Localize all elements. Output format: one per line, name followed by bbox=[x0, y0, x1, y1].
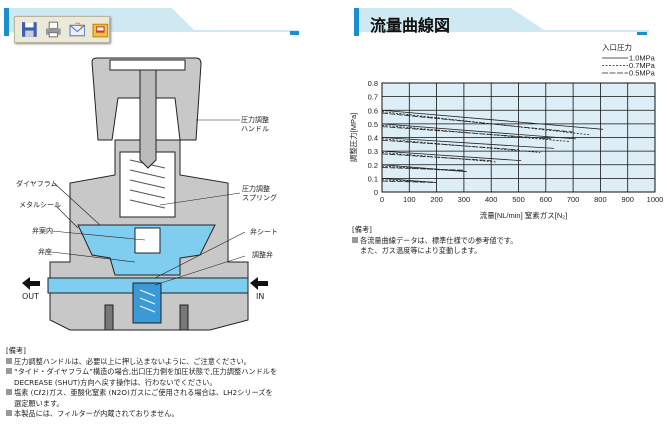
legend-label: 1.0MPa bbox=[629, 54, 656, 63]
y-tick-label: 0.7 bbox=[368, 93, 378, 102]
x-tick-label: 700 bbox=[567, 195, 580, 204]
note-item: 塩素 (Cℓ2)ガス、亜酸化窒素 (N2O)ガスにご使用される場合は、LH2シリ… bbox=[6, 388, 277, 399]
label-adjust-valve: 調整弁 bbox=[252, 251, 273, 259]
out-arrow-icon bbox=[22, 277, 40, 290]
y-tick-label: 0.6 bbox=[368, 106, 378, 115]
series-line-1.0MPa bbox=[381, 109, 604, 130]
notes-title: [備考] bbox=[6, 346, 26, 355]
header-rule-end bbox=[637, 32, 647, 35]
note-item: 各流量曲線データは、標準仕様での参考値です。 bbox=[352, 236, 517, 247]
x-tick-label: 100 bbox=[403, 195, 416, 204]
series-line-0.5MPa bbox=[381, 139, 519, 151]
note-item-cont: また、ガス温度等により変動します。 bbox=[360, 246, 482, 255]
x-tick-label: 900 bbox=[621, 195, 634, 204]
floating-toolbar bbox=[14, 16, 110, 43]
regulator-cross-section-diagram bbox=[22, 57, 268, 331]
x-tick-label: 200 bbox=[430, 195, 443, 204]
series-line-0.5MPa bbox=[381, 126, 552, 140]
y-axis-label: 調整圧力[MPa] bbox=[348, 113, 358, 163]
print-icon[interactable] bbox=[45, 21, 62, 38]
save-icon[interactable] bbox=[21, 21, 38, 38]
in-arrow-icon bbox=[250, 277, 268, 290]
label-pressure-spring: 圧力調整 スプリング bbox=[242, 185, 277, 202]
legend-title: 入口圧力 bbox=[602, 42, 632, 52]
y-tick-label: 0.3 bbox=[368, 147, 378, 156]
label-metal-seal: メタルシール bbox=[19, 201, 61, 209]
y-tick-label: 0.2 bbox=[368, 161, 378, 170]
x-tick-label: 600 bbox=[540, 195, 553, 204]
x-tick-label: 1000 bbox=[647, 195, 664, 204]
header-rule-end bbox=[290, 31, 299, 35]
x-tick-label: 500 bbox=[512, 195, 525, 204]
x-tick-label: 800 bbox=[594, 195, 607, 204]
series-line-1.0MPa bbox=[381, 150, 522, 162]
section-marker bbox=[354, 8, 359, 36]
email-icon[interactable] bbox=[69, 21, 86, 38]
series-line-0.5MPa bbox=[381, 112, 574, 133]
series-line-1.0MPa bbox=[381, 137, 555, 149]
label-in: IN bbox=[256, 292, 265, 301]
note-item: “タイド・ダイヤフラム”構造の場合,出口圧力側を加圧状態で,圧力調整ハンドルを bbox=[6, 367, 277, 378]
x-tick-label: 0 bbox=[380, 195, 384, 204]
x-tick-label: 400 bbox=[485, 195, 498, 204]
x-tick-label: 300 bbox=[458, 195, 471, 204]
header-rule bbox=[359, 30, 649, 32]
series-line-1.0MPa bbox=[381, 123, 576, 140]
flow-chart-title: 流量曲線図 bbox=[370, 16, 451, 35]
flow-curve-chart: 0 100 200 300 400 500 600 700 800 900 1000 0 0.1 0.2 0… bbox=[348, 42, 664, 220]
header-rule bbox=[9, 30, 299, 32]
y-tick-label: 0.8 bbox=[368, 79, 378, 88]
series-line-0.5MPa bbox=[381, 180, 434, 183]
label-diaphragm: ダイヤフラム bbox=[16, 180, 58, 188]
x-axis-label: 流量[NL/min] 窒素ガス[N₂] bbox=[480, 210, 568, 220]
right-notes: [備考] 各流量曲線データは、標準仕様での参考値です。 また、ガス温度等により変… bbox=[352, 225, 517, 257]
left-notes: [備考] 圧力調整ハンドルは、必要以上に押し込まないように、ご注意ください。 “… bbox=[6, 346, 277, 420]
label-seat: 弁シート bbox=[250, 228, 278, 236]
y-tick-label: 0.1 bbox=[368, 174, 378, 183]
series-line-0.5MPa bbox=[381, 153, 492, 162]
note-item-cont: DECREASE (SHUT)方向へ戻す操作は、行わないでください。 bbox=[14, 377, 217, 387]
note-item: 圧力調整ハンドルは、必要以上に押し込まないように、ご注意ください。 bbox=[6, 357, 277, 368]
section-marker bbox=[4, 8, 9, 36]
series-line-0.7MPa bbox=[381, 138, 541, 153]
y-tick-label: 0 bbox=[374, 188, 378, 197]
label-valve-guide: 弁案内 bbox=[32, 227, 53, 235]
note-item: 本製品には、フィルターが内蔵されておりません。 bbox=[6, 409, 277, 420]
section-header-band bbox=[359, 8, 544, 30]
y-tick-label: 0.4 bbox=[368, 134, 378, 143]
legend-label: 0.7MPa bbox=[629, 61, 656, 70]
legend-label: 0.5MPa bbox=[629, 69, 656, 78]
label-valve-seat: 弁座 bbox=[38, 248, 52, 256]
series-line-0.5MPa bbox=[381, 167, 464, 171]
label-out: OUT bbox=[22, 292, 40, 301]
save-to-folder-icon[interactable] bbox=[92, 21, 109, 38]
notes-title: [備考] bbox=[352, 225, 372, 234]
label-pressure-handle: 圧力調整 ハンドル bbox=[241, 116, 269, 133]
note-item-cont: 選定願います。 bbox=[14, 398, 64, 408]
y-tick-label: 0.5 bbox=[368, 120, 378, 129]
